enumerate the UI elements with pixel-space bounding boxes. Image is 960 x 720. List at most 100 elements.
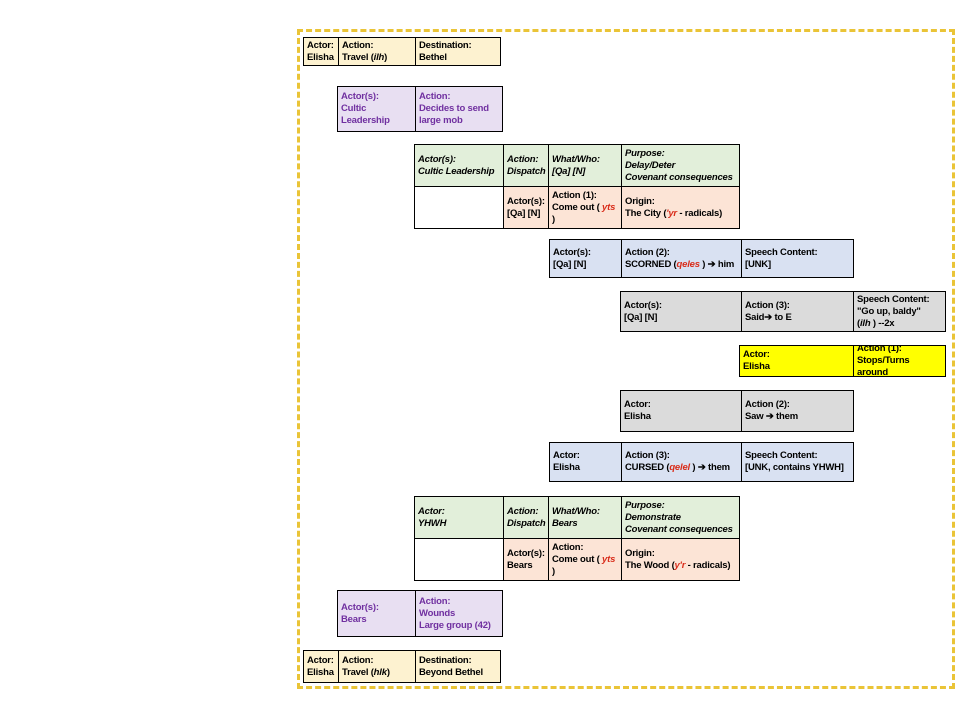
cell-blank bbox=[415, 187, 503, 228]
cell-destination: Destination: Beyond Bethel bbox=[415, 651, 500, 682]
cell-speech-content: Speech Content: [UNK] bbox=[741, 240, 853, 277]
cell-value: The Wood (y'r - radicals) bbox=[625, 559, 731, 571]
cell-value: SCORNED (qeles ) ➔ him bbox=[625, 258, 735, 270]
cell-actor: Actor(s): [Qa] [N] bbox=[621, 292, 741, 331]
cell-value: Elisha bbox=[624, 411, 651, 422]
cell-label: Action: bbox=[507, 153, 539, 165]
cell-value: Travel (ilh) bbox=[342, 51, 388, 63]
cell-value: "Go up, baldy" (ilh ) --2x bbox=[857, 305, 921, 329]
cell-label: Actor: bbox=[307, 39, 334, 51]
card-leadership-dispatch-mob: Actor(s): Cultic Leadership Action: Disp… bbox=[414, 144, 740, 229]
timeline-boundary-frame bbox=[297, 29, 955, 689]
cell-label: Purpose: bbox=[625, 499, 665, 511]
lexeme: hlk bbox=[373, 666, 387, 678]
cell-destination: Destination: Bethel bbox=[415, 38, 500, 65]
cell-label: Speech Content: bbox=[857, 293, 930, 305]
cell-what-who: What/Who: [Qa] [N] bbox=[548, 145, 621, 186]
cell-value: Elisha bbox=[743, 361, 770, 372]
card-elisha-travels-beyond-bethel: Actor: Elisha Action: Travel (hlk) Desti… bbox=[303, 650, 501, 683]
lexeme: 'yr bbox=[666, 207, 677, 219]
lexeme: ilh bbox=[373, 51, 385, 63]
cell-label: Actor(s): bbox=[507, 195, 545, 207]
cell-label: Action (3): bbox=[625, 450, 670, 461]
cell-value: Decides to send large mob bbox=[419, 103, 489, 126]
cell-value: [Qa] [N] bbox=[553, 258, 587, 270]
card-row: Actor: Elisha Action: Travel (ilh) Desti… bbox=[304, 38, 500, 65]
cell-actor: Actor(s): [Qa] [N] bbox=[550, 240, 621, 277]
cell-value: [Qa] [N] bbox=[552, 165, 586, 177]
cell-value: Come out ( yts ) bbox=[552, 553, 616, 577]
dispatch-result-row: Actor(s): Bears Action: Come out ( yts )… bbox=[415, 538, 739, 580]
cell-action: Action (1): Come out ( yts ) bbox=[548, 187, 621, 228]
cell-label: What/Who: bbox=[552, 505, 600, 517]
cell-actor: Actor(s): Bears bbox=[338, 591, 415, 636]
cell-value: Bears bbox=[507, 559, 533, 571]
cell-label: Action: bbox=[342, 654, 374, 666]
cell-value: Cultic Leadership bbox=[341, 103, 390, 126]
card-row: Actor(s): [Qa] [N] Action (2): SCORNED (… bbox=[550, 240, 853, 277]
cell-action: Action: Travel (hlk) bbox=[338, 651, 415, 682]
cell-label: Action: bbox=[552, 541, 584, 553]
cell-label: Actor: bbox=[553, 450, 580, 461]
dispatch-result-row: Actor(s): [Qa] [N] Action (1): Come out … bbox=[415, 186, 739, 228]
cell-label: Action (3): bbox=[745, 299, 790, 311]
cell-value: [Qa] [N] bbox=[624, 311, 658, 323]
cell-value: Delay/Deter Covenant consequences bbox=[625, 159, 733, 183]
cell-label: Action: bbox=[419, 91, 451, 102]
cell-action: Action (3): CURSED (qelel ) ➔ them bbox=[621, 443, 741, 481]
cell-value: [Qa] [N] bbox=[507, 207, 541, 219]
cell-value: [UNK, contains YHWH] bbox=[745, 462, 844, 473]
card-elisha-cursed-them: Actor: Elisha Action (3): CURSED (qelel … bbox=[549, 442, 854, 482]
cell-label: Purpose: bbox=[625, 147, 665, 159]
cell-actor: Actor: Elisha bbox=[304, 651, 338, 682]
cell-action: Action (3): Said➔ to E bbox=[741, 292, 853, 331]
cell-label: Actor: bbox=[307, 654, 334, 666]
cell-value: Said➔ to E bbox=[745, 311, 792, 323]
cell-value: Stops/Turns around bbox=[857, 355, 910, 376]
cell-value: Dispatch bbox=[507, 517, 546, 529]
cell-actor: Actor: Elisha bbox=[621, 391, 741, 431]
card-row: Actor: Elisha Action (2): Saw ➔ them bbox=[621, 391, 853, 431]
cell-label: Action (1): bbox=[552, 189, 597, 201]
cell-label: Actor(s): bbox=[418, 153, 456, 165]
cell-action: Action (2): SCORNED (qeles ) ➔ him bbox=[621, 240, 741, 277]
cell-label: Actor: bbox=[624, 399, 651, 410]
lexeme: qelel bbox=[669, 462, 690, 473]
cell-value: Bears bbox=[552, 517, 578, 529]
cell-value: [UNK] bbox=[745, 258, 771, 270]
card-bears-wound-group: Actor(s): Bears Action: Wounds Large gro… bbox=[337, 590, 503, 637]
cell-action: Action: Wounds Large group (42) bbox=[415, 591, 502, 636]
cell-blank bbox=[415, 539, 503, 580]
cell-label: Actor(s): bbox=[553, 246, 591, 258]
cell-value: Elisha bbox=[307, 666, 334, 678]
cell-label: Actor(s): bbox=[341, 601, 379, 613]
cell-label: Actor(s): bbox=[507, 547, 545, 559]
lexeme: y'r bbox=[674, 559, 686, 571]
cell-value: Come out ( yts ) bbox=[552, 201, 616, 225]
cell-action: Action (2): Saw ➔ them bbox=[741, 391, 853, 431]
cell-value: Elisha bbox=[307, 51, 334, 63]
cell-actor: Actor: Elisha bbox=[550, 443, 621, 481]
cell-label: Actor(s): bbox=[341, 91, 379, 102]
card-row: Actor(s): Bears Action: Wounds Large gro… bbox=[338, 591, 502, 636]
cell-value: Dispatch bbox=[507, 165, 546, 177]
cell-actor: Actor(s): [Qa] [N] bbox=[503, 187, 548, 228]
cell-value: YHWH bbox=[418, 517, 447, 529]
cell-value: CURSED (qelel ) ➔ them bbox=[625, 462, 730, 473]
cell-value: Bears bbox=[341, 613, 367, 625]
cell-label: Action: bbox=[419, 595, 451, 607]
cell-value: Demonstrate Covenant consequences bbox=[625, 511, 733, 535]
cell-origin: Origin: The Wood (y'r - radicals) bbox=[621, 539, 739, 580]
cell-actor: Actor: YHWH bbox=[415, 497, 503, 538]
cell-speech-content: Speech Content: [UNK, contains YHWH] bbox=[741, 443, 853, 481]
cell-actor: Actor(s): Cultic Leadership bbox=[415, 145, 503, 186]
cell-label: Action (2): bbox=[745, 399, 790, 410]
lexeme: yts bbox=[602, 201, 616, 213]
cell-label: Destination: bbox=[419, 39, 472, 51]
cell-label: Action (2): bbox=[625, 246, 670, 258]
lexeme: yts bbox=[602, 553, 616, 565]
cell-value: Beyond Bethel bbox=[419, 666, 483, 678]
cell-action: Action: Dispatch bbox=[503, 497, 548, 538]
cell-label: Actor: bbox=[743, 349, 770, 360]
